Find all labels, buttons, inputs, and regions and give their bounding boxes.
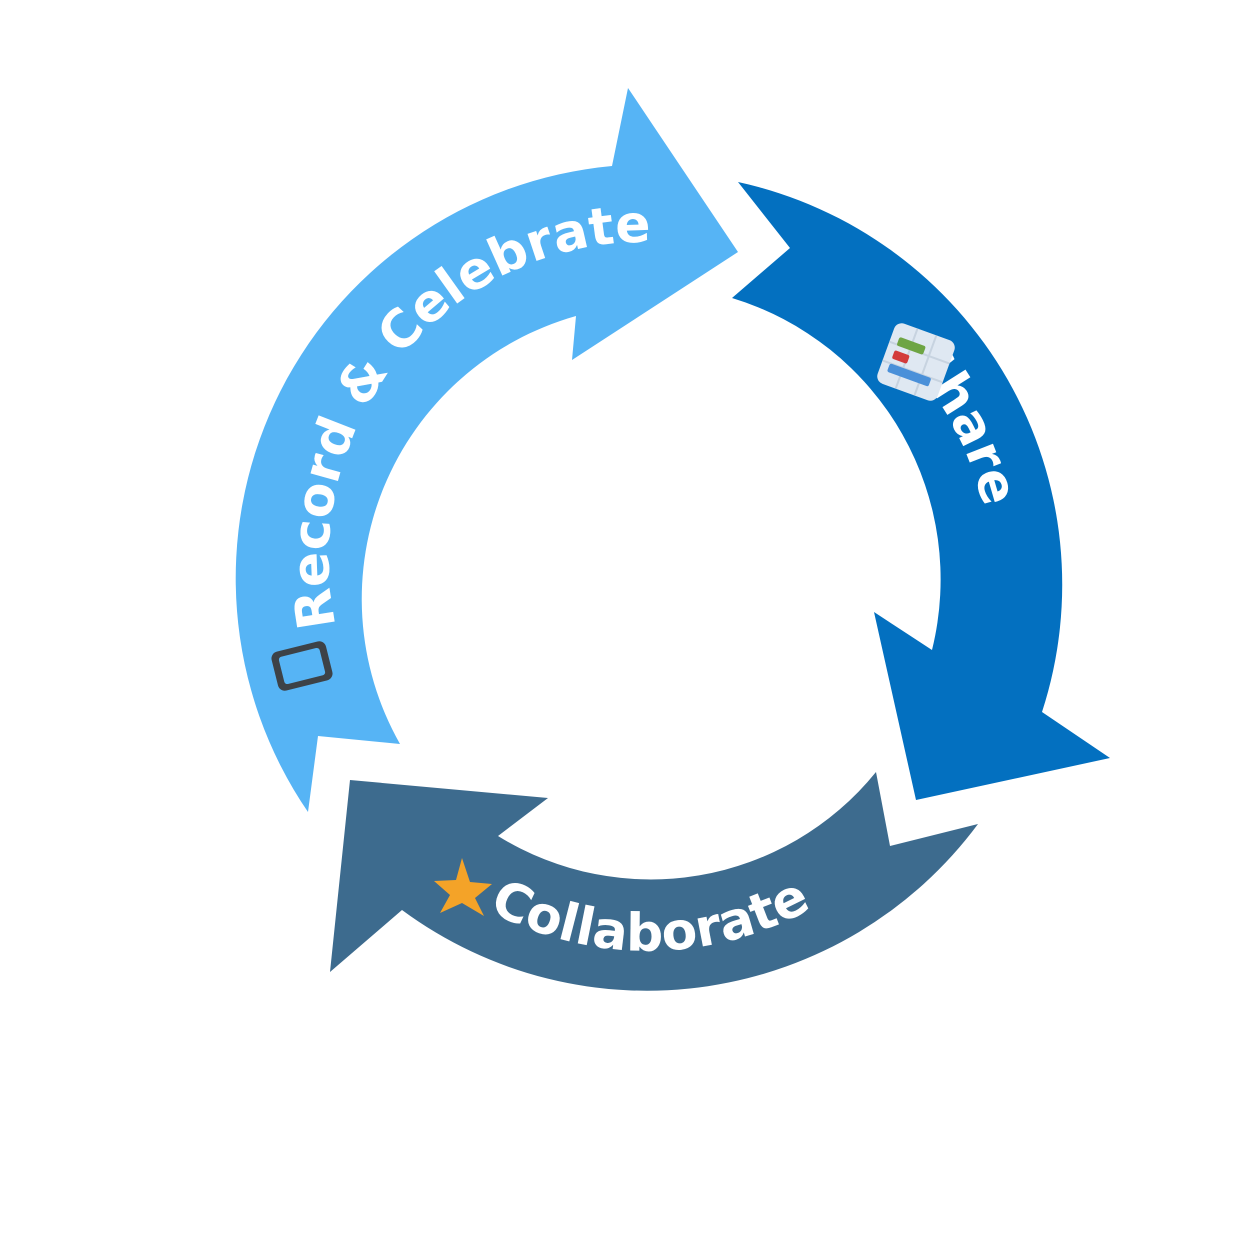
share-arrow — [732, 182, 1110, 800]
collaborate-arrow — [330, 772, 978, 991]
bar-chart-icon — [877, 323, 955, 401]
star-icon — [434, 858, 492, 916]
record-celebrate-arrow — [235, 88, 738, 812]
tablet-icon — [271, 641, 333, 691]
